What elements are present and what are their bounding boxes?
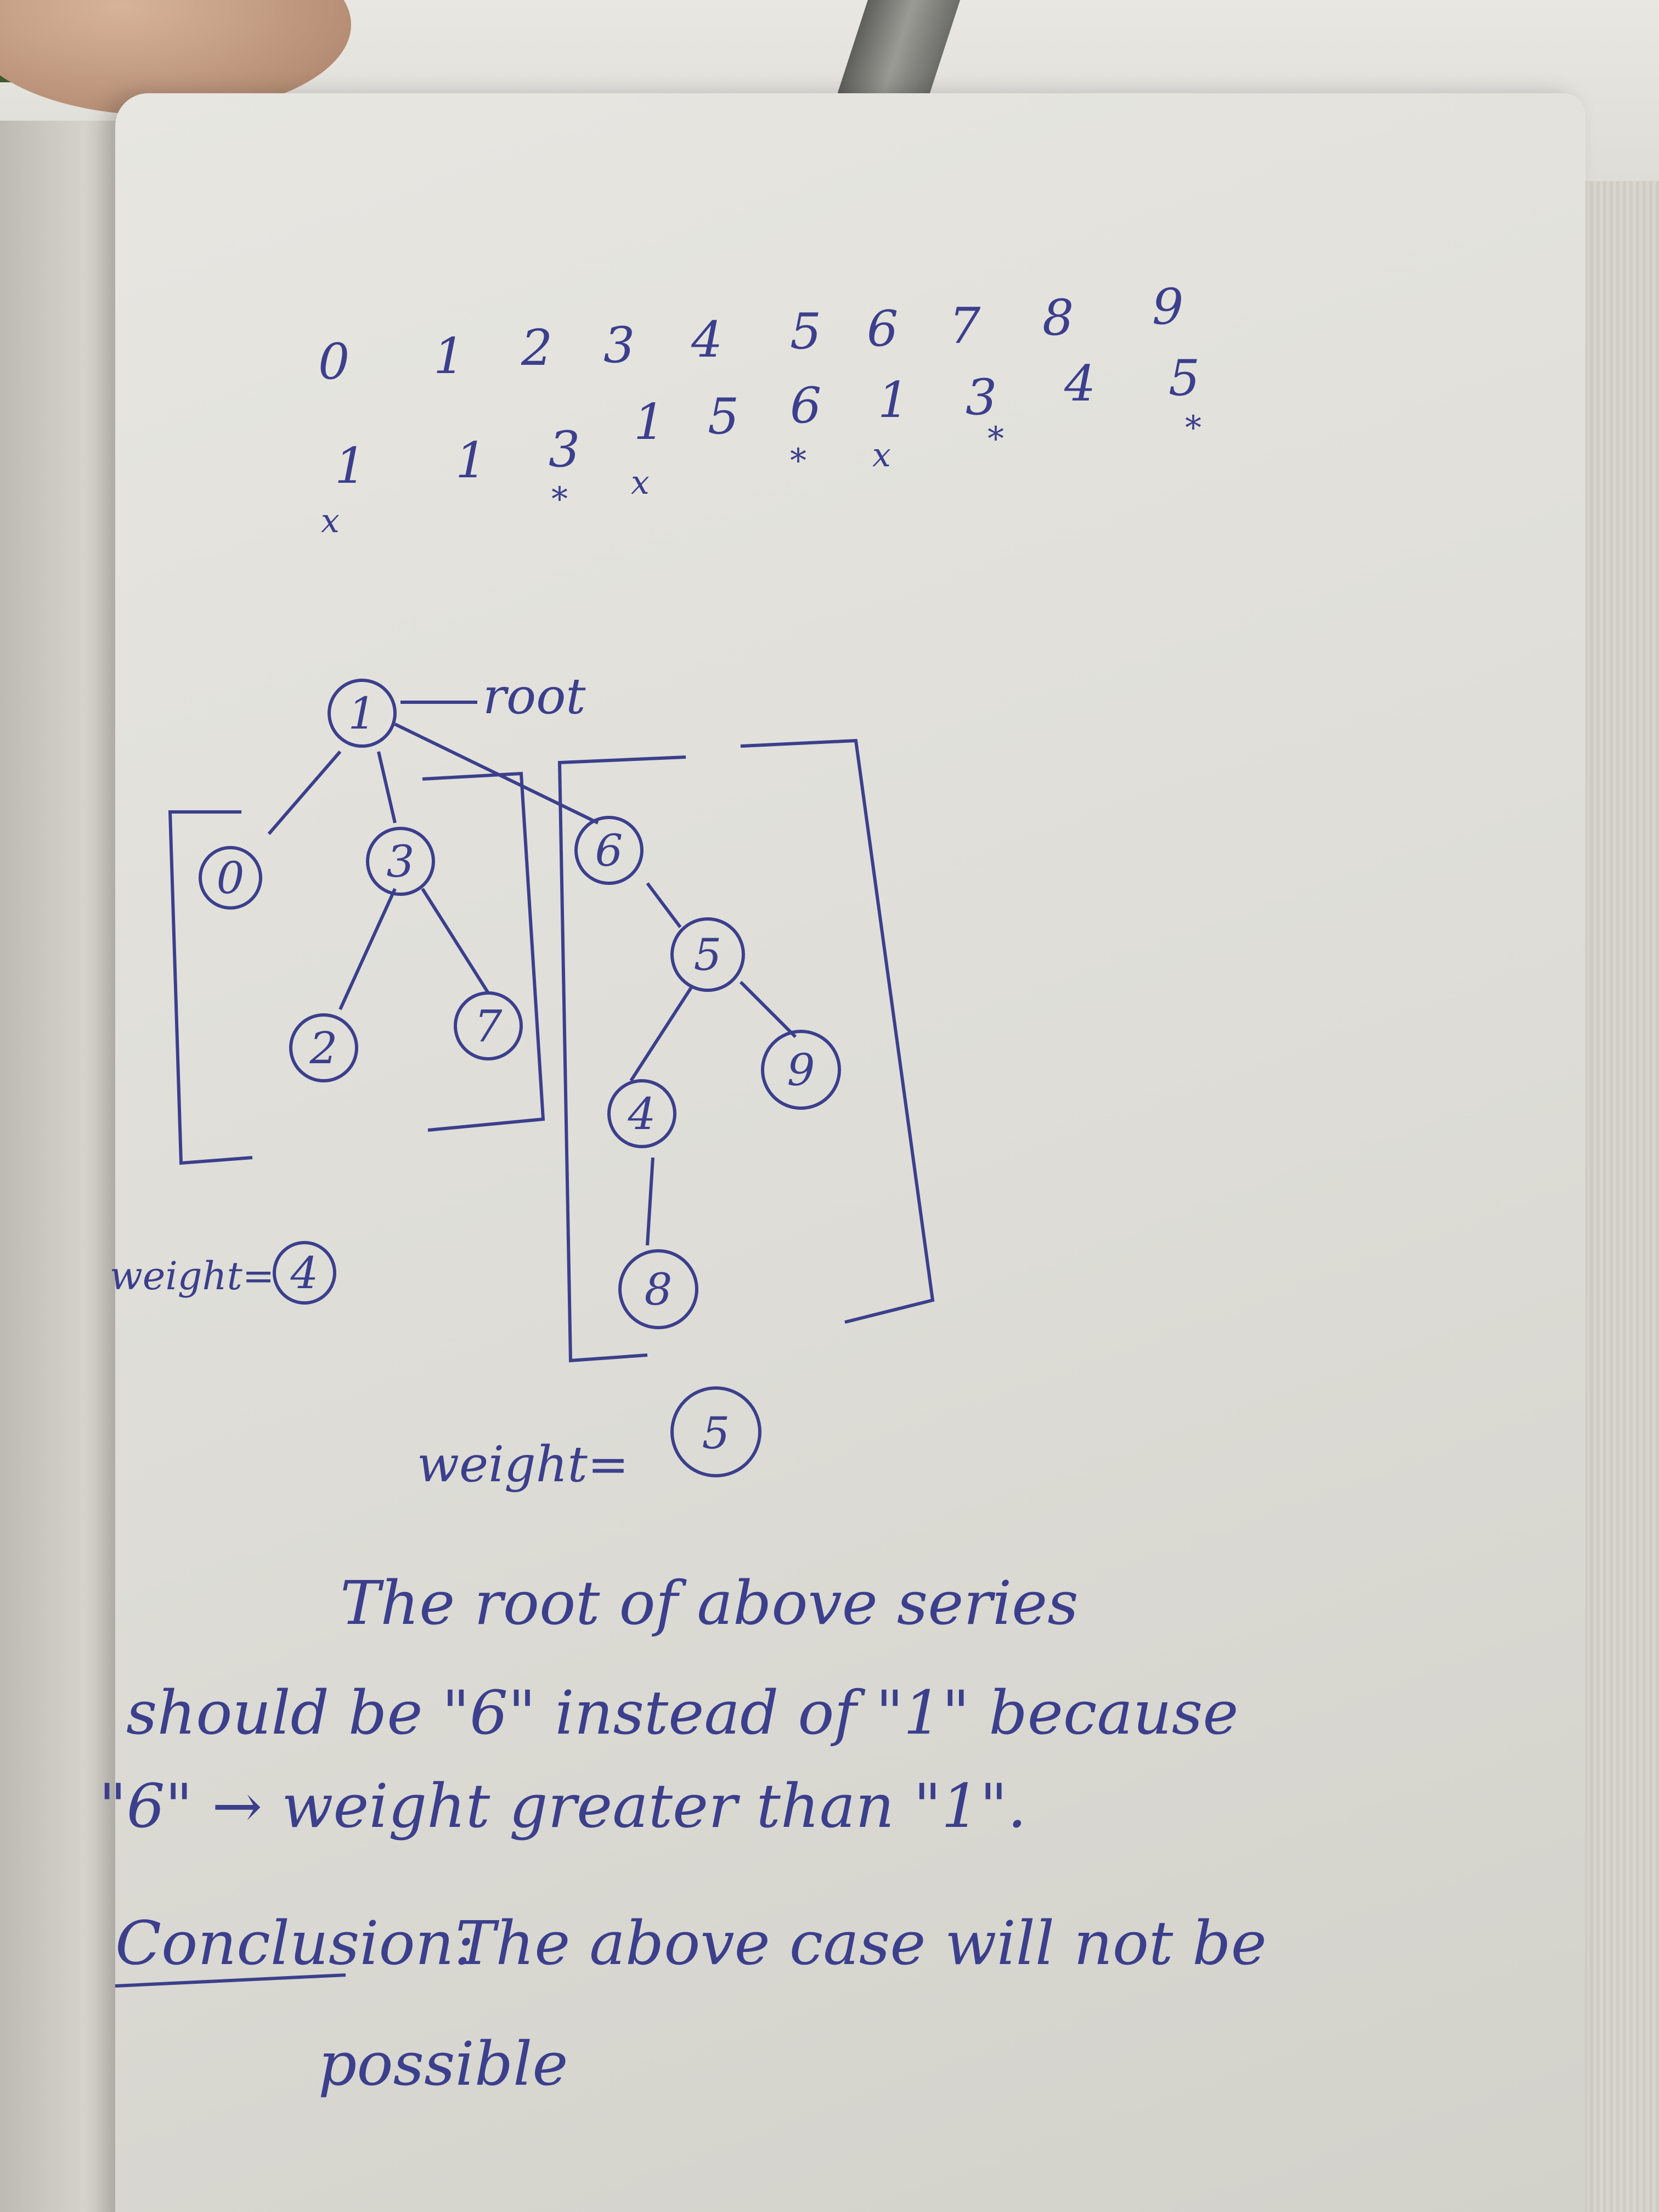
mark-6: x [872,436,891,475]
edge-6-5 [646,882,682,928]
root-label: root [483,668,586,725]
index-4: 4 [691,311,723,369]
conclusion-label: Conclusion: [115,1908,475,1978]
edge-4-8 [646,1157,654,1246]
node-circle-2 [289,1013,358,1082]
node-circle-8 [618,1249,698,1329]
conclusion-text: The above case will not be [455,1908,1267,1978]
index-7: 7 [949,297,981,355]
node-8: 8 [645,1264,673,1315]
edge-5-4 [629,986,693,1082]
node-circle-4 [607,1079,676,1148]
node-2: 2 [309,1023,338,1074]
left-bracket [168,810,253,1165]
node-circle-5 [670,917,745,992]
index-9: 9 [1152,278,1183,336]
value-0: 1 [335,437,366,495]
index-8: 8 [1042,289,1074,347]
right-bracket-left [557,755,686,1363]
notebook-page [115,93,1585,2212]
node-3: 3 [387,836,415,887]
mark-3: x [631,464,650,502]
note-line-1: The root of above series [340,1568,1079,1638]
value-2: 3 [549,421,580,478]
mark-2: * [551,480,568,518]
index-3: 3 [603,317,635,374]
edge-1-0 [267,751,342,835]
node-0: 0 [217,853,245,904]
left-weight-value: 4 [290,1248,319,1299]
edge-3-2 [338,888,397,1011]
note-line-3: "6" → weight greater than "1". [99,1771,1026,1841]
note-line-2: should be "6" instead of "1" because [126,1678,1238,1748]
right-bracket-right [740,738,935,1324]
index-2: 2 [521,319,552,377]
right-weight-value: 5 [702,1408,730,1459]
edge-1-3 [377,751,397,823]
index-5: 5 [790,303,821,360]
value-8: 4 [1064,355,1096,413]
mark-9: * [1185,409,1201,447]
mark-5: * [790,442,806,480]
edge-5-9 [739,980,797,1039]
weight-circle-left [273,1241,336,1305]
node-circle-7 [454,991,523,1060]
node-circle-0 [199,846,262,910]
value-6: 1 [878,371,909,429]
conclusion-underline [115,1973,346,1988]
value-5: 6 [790,377,821,435]
index-1: 1 [433,328,465,385]
value-9: 5 [1169,349,1200,407]
node-circle-9 [761,1030,841,1110]
index-6: 6 [867,300,898,358]
node-9: 9 [787,1045,815,1096]
node-4: 4 [628,1088,656,1139]
node-circle-1 [328,679,397,748]
left-bracket-right [422,771,545,1132]
node-7: 7 [475,1001,503,1052]
value-1: 1 [455,432,487,489]
value-4: 5 [708,388,739,445]
value-7: 3 [966,369,997,426]
index-0: 0 [318,333,349,391]
node-circle-3 [366,827,435,896]
node-6: 6 [595,825,623,876]
conclusion-text-2: possible [318,2029,568,2099]
value-3: 1 [634,393,665,451]
node-circle-6 [574,816,644,885]
left-weight-label: weight= [110,1254,274,1299]
weight-circle-right [670,1386,761,1477]
edge-3-7 [421,888,490,994]
mark-0: x [321,502,340,540]
right-weight-label: weight= [417,1436,629,1493]
node-5: 5 [694,929,722,980]
mark-7: * [988,420,1004,458]
node-1: 1 [348,688,376,739]
